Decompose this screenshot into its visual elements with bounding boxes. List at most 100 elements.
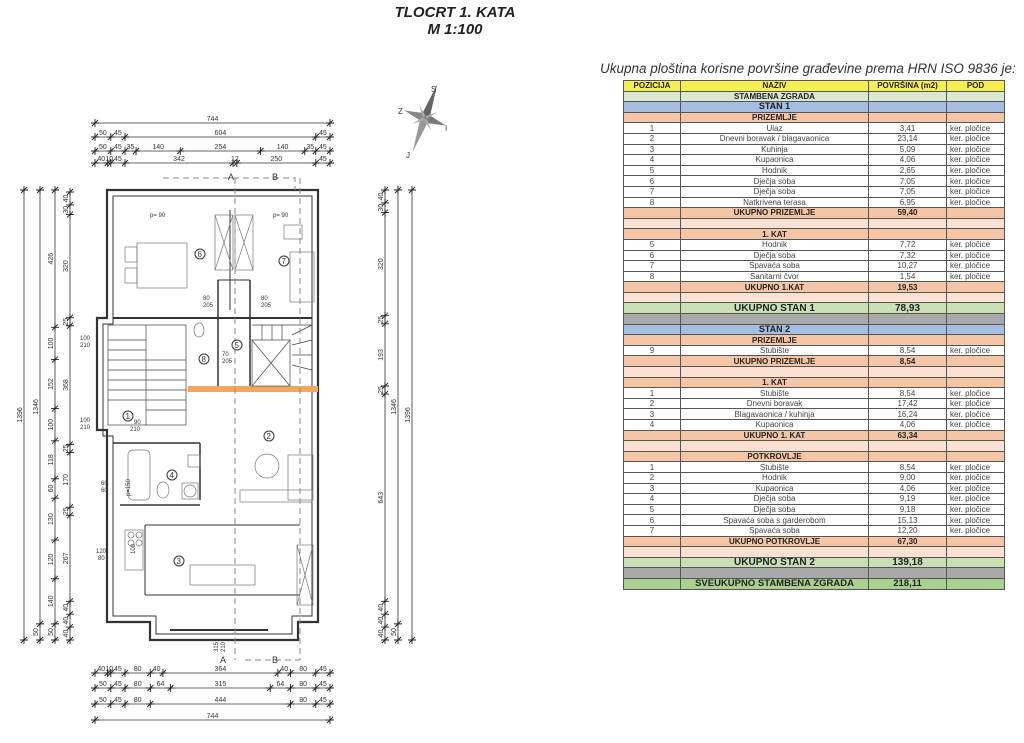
cell-povrsina [868, 90, 947, 103]
header-pod: POD [946, 80, 1005, 92]
cell-poz [623, 302, 681, 315]
cell-poz: 3 [623, 143, 681, 156]
dimension-label: 25 [378, 386, 385, 394]
cell-naziv: Hodnik [680, 164, 869, 177]
cell-naziv: Kupaonica [680, 419, 869, 431]
cell-pod: ker. pločice [946, 260, 1005, 272]
dimension-label: 45 [114, 697, 122, 704]
cell-poz [623, 111, 681, 124]
cell-pod [946, 228, 1005, 240]
cell-poz: 1 [623, 122, 681, 134]
cell-pod: ker. pločice [946, 397, 1005, 410]
cell-povrsina: 7,05 [868, 185, 947, 198]
dimension-label: 45 [319, 666, 327, 673]
dimension-label: 80 [299, 681, 307, 688]
cell-povrsina: 1,54 [868, 270, 947, 283]
cell-povrsina [868, 111, 947, 124]
cell-pod: ker. pločice [946, 270, 1005, 283]
cell-povrsina [868, 323, 947, 336]
cell-pod [946, 111, 1005, 124]
cell-povrsina [868, 366, 947, 378]
window-parapet-left: p= 90 [150, 213, 166, 219]
cell-povrsina: 2,65 [868, 164, 947, 177]
room-number-1: 1 [126, 412, 131, 421]
dimension-label: 25 [63, 507, 70, 515]
dimension-label: 342 [173, 156, 185, 163]
table-row-unit: STAN 1 [623, 101, 1005, 113]
cell-naziv: Stubište [680, 344, 869, 357]
cell-povrsina [868, 313, 947, 325]
door-1-height: 210 [130, 427, 141, 433]
cell-naziv [680, 546, 869, 558]
window-bath-width: 60 [101, 481, 108, 487]
dimension-label: 254 [215, 144, 227, 151]
table-row-blank [623, 291, 1005, 304]
cell-naziv: Spavaća soba s garderobom [680, 514, 869, 526]
table-row-blank [623, 366, 1005, 378]
cell-poz: 3 [623, 408, 681, 420]
cell-povrsina: 9,00 [868, 471, 947, 484]
header-povrsina: POVRŠINA (m2) [868, 80, 947, 92]
dimension-label: 40 [378, 192, 385, 200]
cell-pod: ker. pločice [946, 175, 1005, 187]
cell-naziv [680, 313, 869, 325]
window-bottom-width: 315 [214, 641, 220, 652]
dimension-label: 10 [105, 666, 113, 673]
cell-poz: 5 [623, 164, 681, 177]
dimension-label: 50 [99, 130, 107, 137]
cell-naziv: Dječja soba [680, 175, 869, 187]
dimension-label: 444 [215, 697, 227, 704]
section-mark-b-bottom: B [272, 655, 278, 665]
cell-povrsina: 7,72 [868, 238, 947, 251]
cell-naziv: Dnevni boravak [680, 397, 869, 410]
cell-pod [946, 90, 1005, 103]
cell-poz: 4 [623, 154, 681, 166]
dimension-label: 744 [207, 713, 219, 720]
dimension-label: 45 [114, 156, 122, 163]
cell-pod: ker. pločice [946, 493, 1005, 505]
dimension-label: 45 [114, 144, 122, 151]
dimension-label: 30 [378, 204, 385, 212]
dimension-label: 40 [63, 630, 70, 638]
area-table: POZICIJA NAZIV POVRŠINA (m2) POD STAMBEN… [623, 80, 1005, 590]
dimension-label: 40 [63, 194, 70, 202]
table-row-floor: 1. KAT [623, 376, 1005, 389]
cell-povrsina: 8,54 [868, 355, 947, 368]
dimension-label: 50 [33, 628, 40, 636]
cell-naziv: Stubište [680, 387, 869, 399]
cell-poz [623, 217, 681, 230]
cell-pod [946, 429, 1005, 442]
window-parapet-right: p= 90 [273, 213, 289, 219]
table-row-gray [623, 313, 1005, 325]
table-row-floor: PRIZEMLJE [623, 334, 1005, 346]
dimension-label: 40 [63, 604, 70, 612]
cell-povrsina: 8,54 [868, 344, 947, 357]
cell-povrsina [868, 291, 947, 304]
dimension-label: 30 [63, 206, 70, 214]
cell-pod [946, 376, 1005, 389]
dimension-label: 45 [319, 156, 327, 163]
cell-pod: ker. pločice [946, 132, 1005, 145]
cell-povrsina: 12,20 [868, 524, 947, 537]
section-mark-a-top: A [228, 172, 234, 182]
cell-poz: 1 [623, 387, 681, 399]
cell-poz: 8 [623, 196, 681, 209]
cell-pod [946, 313, 1005, 325]
cell-naziv: UKUPNO 1. KAT [680, 429, 869, 442]
table-row-floor: 1. KAT [623, 228, 1005, 240]
cell-pod [946, 366, 1005, 378]
dimension-label: 45 [114, 130, 122, 137]
kitchen-counter [124, 529, 144, 571]
cell-pod: ker. pločice [946, 164, 1005, 177]
cell-naziv: STAN 1 [680, 101, 869, 113]
dimension-label: 50 [48, 628, 55, 636]
room-number-4: 4 [170, 471, 175, 480]
